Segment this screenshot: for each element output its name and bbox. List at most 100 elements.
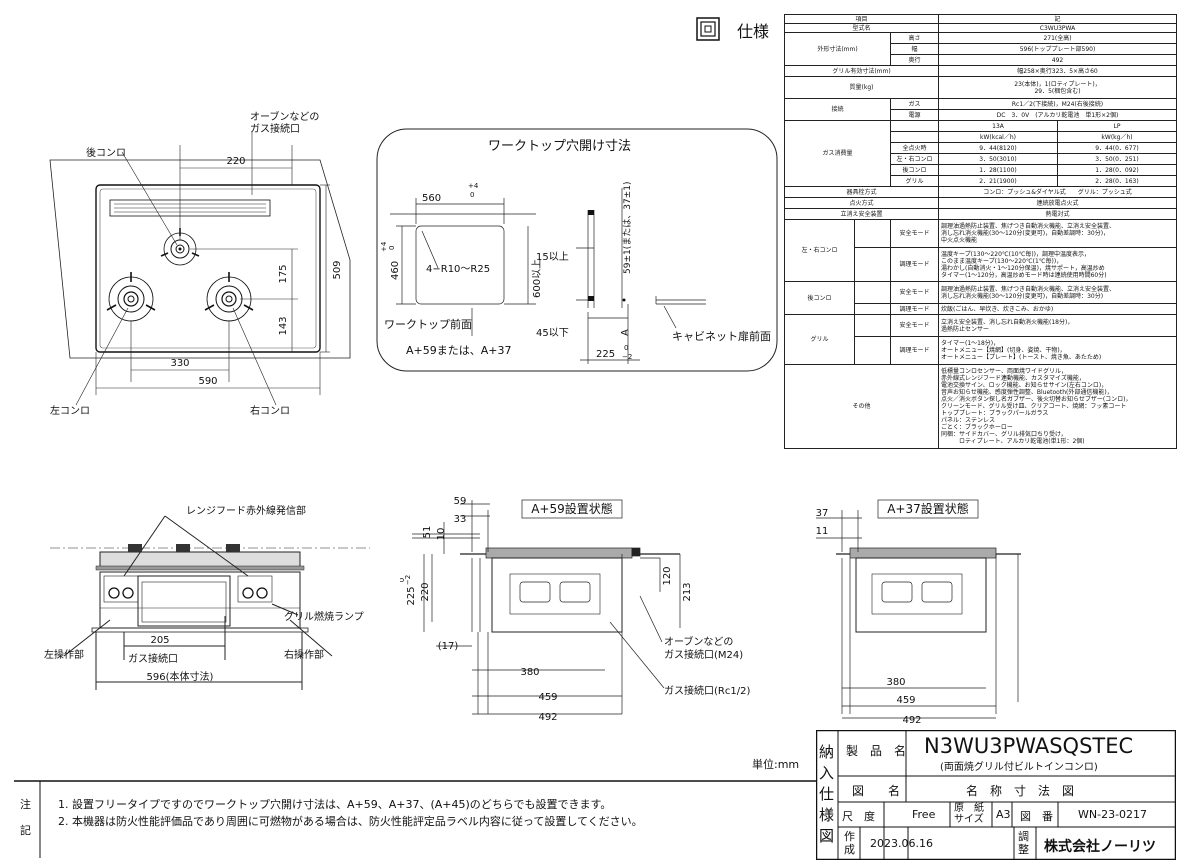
dim-225-side: 225 [406,586,417,605]
back-safety-value: 調理油過熱防止装置、焦げつき自動消火機能、立消え安全装置、 消し忘れ消火機能(3… [937,281,1178,304]
burner-type-label: 器具栓方式 [784,186,939,198]
dim-33: 33 [454,514,467,525]
notes-label-bottom: 記 [20,824,31,837]
col-item: 項目 [784,14,939,24]
table-cell: 2．28(0．163) [1056,175,1178,187]
dim-560: 560 [422,193,441,204]
dim-380-b: 380 [886,677,905,688]
paper-label: 原 紙 サイズ [954,803,984,825]
side37-title: A+37設置状態 [887,501,969,516]
table-cell: 9．44(8120) [938,142,1058,154]
grill-label: グリル [784,314,855,365]
dim-509: 509 [332,260,343,279]
table-row-label: 全点火時 [890,142,939,154]
label-oven-conn: オーブンなどの ガス接続口 [250,112,320,135]
made-label: 作 成 [844,830,855,856]
top-view-drawing: 220 509 175 143 330 590 後コンロ 左コンロ 右コンロ [49,132,351,417]
dim-17: (17) [438,641,459,652]
lr-cook-mode: 調理モード [890,247,939,282]
gas-cons-label: ガス消費量 [784,120,891,187]
depth-label: 奥行 [890,54,939,66]
scale: Free [912,808,936,821]
back-safety-mode: 安全モード [890,281,939,304]
dim-459: 459 [538,692,557,703]
side59-title: A+59設置状態 [531,501,613,516]
label-worktop-front: ワークトップ前面 [384,317,472,331]
lr-cook-value: 温度キープ(130～220℃(10℃毎))，調理中温度表示， このまま温度キープ… [937,247,1178,282]
ignition-label: 点火方式 [784,197,939,209]
col-value: 記 [937,14,1178,24]
height-value: 271(全高) [937,32,1178,44]
label-cabinet-front: キャビネット扉前面 [672,329,771,343]
col-lp: LP [1056,120,1178,132]
dim-492-b: 492 [902,715,921,724]
front-view-drawing: 205 596(本体寸法) レンジフード赤外線発信部 グリル燃焼ランプ 左操作部… [44,504,370,690]
power-label: 電源 [890,109,939,121]
dim-596: 596(本体寸法) [147,670,214,683]
drawing-name: 名 称 寸 法 図 [966,784,1075,798]
drawing-name-label: 図 名 [852,784,901,798]
date: 2023.06.16 [870,837,933,850]
weight-label: 質量(kg) [784,76,939,99]
table-cell: 3．50(3010) [938,153,1058,165]
dim-220: 220 [226,156,245,167]
width-label: 幅 [890,43,939,55]
depth-value: 492 [937,54,1178,66]
dim-600: 600以上 [531,259,543,298]
dim-51: 51 [422,526,433,539]
ignition-value: 連続放電点火式 [937,197,1178,209]
dim-175: 175 [278,264,289,283]
col-13a: 13A [938,120,1058,132]
drawing-no-label: 図 番 [1020,810,1053,823]
dim-330: 330 [170,358,189,369]
side59-drawing: A+59設置状態 59 33 51 10 225 0 −2 220 (17) 1… [400,496,750,723]
dim-590: 590 [198,376,217,387]
label-a: A [620,329,631,336]
unit-13a: kW(kcal／h) [938,131,1058,143]
note-2: 2. 本機器は防火性能評価品であり周囲に可燃物がある場合は、防火性能評定品ラベル… [58,815,643,828]
dim-380: 380 [520,667,539,678]
table-cell: 3．50(0．251) [1056,153,1178,165]
dim-11: 11 [816,526,829,537]
label-ir: レンジフード赤外線発信部 [186,504,306,517]
height-label: 高さ [890,32,939,44]
connect-label: 接続 [784,98,891,121]
lr-label: 左・右コンロ [784,219,855,282]
grill-eff-value: 幅258×奥行323．5×高さ60 [937,65,1178,77]
dim-460: 460 [390,261,401,280]
paper: A3 [996,808,1011,821]
table-row-label: 後コンロ [890,164,939,176]
spec-title: 仕様 [737,22,770,41]
tol2-0: 0 [624,344,628,352]
flame-safety-label: 立消え安全装置 [784,208,939,220]
dim-143: 143 [278,316,289,335]
table-row-label: 左・右コンロ [890,153,939,165]
side37-drawing: A+37設置状態 37 11 380 459 492 [816,499,1021,724]
other-value: 低標量コンロセンサー、両面焼ワイドグリル， 赤外線式レンジフード連動機能、カスタ… [937,364,1178,449]
label-a-note: A+59または、A+37 [406,344,511,357]
table-cell: 1．28(1100) [938,164,1058,176]
title-block: 納入仕様図 製 品 名 N3WU3PWASQSTEC (両面焼グリル付ビルトイン… [816,730,1176,860]
product-name-label: 製 品 名 [846,744,907,758]
check-label: 調 整 [1018,830,1029,856]
tol-0: 0 [470,191,474,199]
lr-safety-value: 調理油過熱防止装置、焦げつき自動消火機能、立消え安全装置、 消し忘れ消火機能(3… [937,219,1178,248]
label-back-burner: 後コンロ [86,146,126,159]
dim-59: 59 [454,496,467,507]
table-cell: 2．21(1900) [938,175,1058,187]
table-cell: 9．44(0．677) [1056,142,1178,154]
model-value: C3WU3PWA [937,23,1178,33]
label-right-op: 右操作部 [284,648,324,661]
back-cook-value: 炊飯(ごはん、早炊き、炊きこみ、おかゆ) [937,303,1178,315]
tol-m2-side: −2 [404,575,412,585]
cutout-title: ワークトップ穴開け寸法 [488,139,631,154]
table-cell: 1．28(0．092) [1056,164,1178,176]
weight-value: 23(本体)，1(ロティプレート)， 29．5(梱包含む) [937,76,1178,99]
dim-120: 120 [662,566,673,585]
grill-safety-value: 立消え安全装置、消し忘れ自動消火機能(18分)， 過熱防止センサー [937,314,1178,337]
dim-492: 492 [538,712,557,723]
model-label: 型式名 [784,23,939,33]
unit-lp: kW(kg／h) [1056,131,1178,143]
grill-cook-value: タイマー(1～18分)， オートメニュー【焼網】(切身、姿焼、干物)， オートメ… [937,336,1178,365]
label-left-op: 左操作部 [44,648,84,661]
